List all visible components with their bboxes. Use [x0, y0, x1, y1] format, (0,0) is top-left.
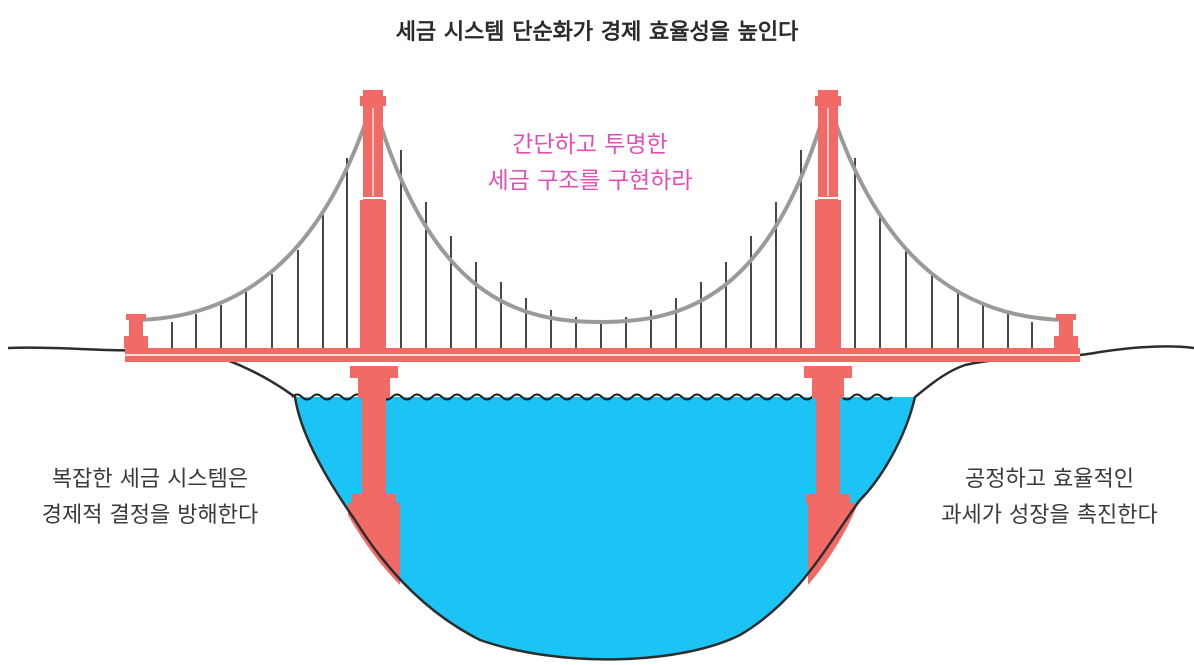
left-anchor	[124, 314, 148, 348]
left-pier-base	[348, 503, 400, 585]
right-pier-base	[808, 503, 858, 585]
main-cable-right	[826, 99, 1066, 322]
center-message-line-1: 간단하고 투명한	[512, 132, 668, 158]
right-pier-neck	[812, 378, 844, 398]
center-message: 간단하고 투명한 세금 구조를 구현하라	[420, 127, 760, 199]
right-message: 공정하고 효율적인 과세가 성장을 촉진한다	[905, 462, 1194, 534]
water-waves	[291, 393, 893, 401]
right-anchor	[1054, 314, 1078, 348]
water-body	[295, 397, 915, 660]
ground-outline	[7, 345, 1194, 661]
right-message-line-2: 과세가 성장을 촉진한다	[941, 503, 1158, 528]
right-pier-top	[804, 366, 852, 378]
main-cable-center	[371, 99, 830, 325]
left-pier-neck	[358, 378, 390, 398]
right-pier-column	[816, 396, 840, 496]
left-message: 복잡한 세금 시스템은 경제적 결정을 방해한다	[0, 462, 300, 534]
left-pier-cap	[352, 494, 396, 504]
right-tower	[815, 90, 841, 348]
diagram-title: 세금 시스템 단순화가 경제 효율성을 높인다	[395, 20, 799, 45]
main-cable-left	[135, 99, 375, 322]
center-message-line-2: 세금 구조를 구현하라	[487, 168, 693, 194]
left-pier-top	[350, 366, 398, 378]
left-message-line-2: 경제적 결정을 방해한다	[41, 503, 259, 528]
right-pier-cap	[806, 494, 850, 504]
left-message-line-1: 복잡한 세금 시스템은	[51, 467, 249, 492]
left-tower	[360, 90, 386, 348]
left-pier-column	[362, 396, 386, 496]
right-message-line-1: 공정하고 효율적인	[965, 467, 1134, 492]
